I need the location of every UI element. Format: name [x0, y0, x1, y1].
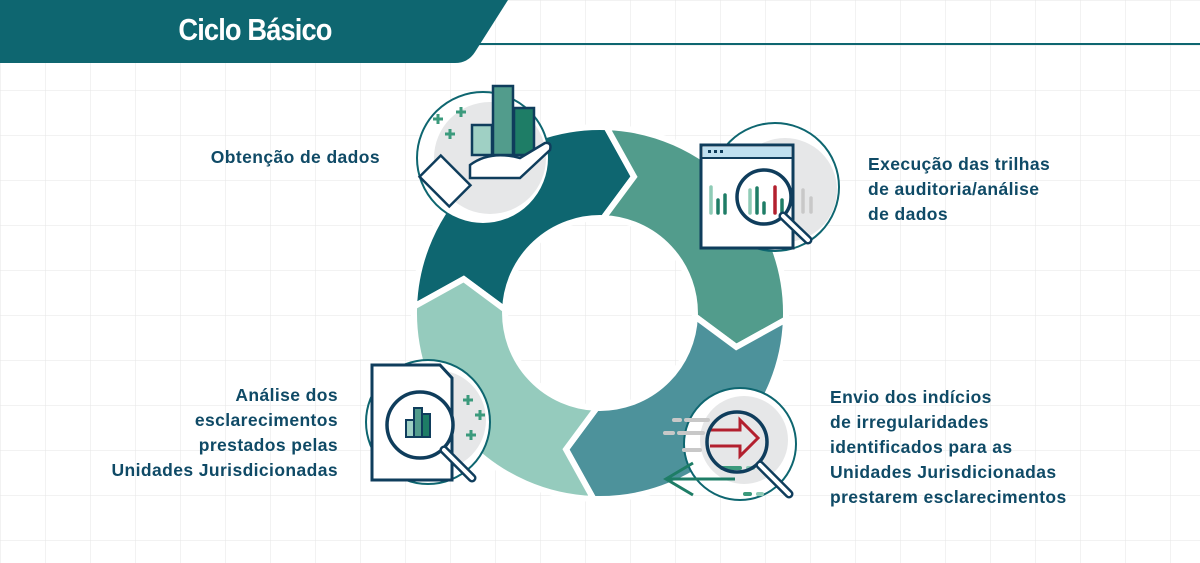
label-line: Envio dos indícios [830, 387, 992, 407]
step-1-label: Obtenção de dados [210, 147, 380, 167]
document-magnifier-icon [365, 359, 491, 485]
label-line: Unidades Jurisdicionadas [111, 460, 338, 480]
arrows-magnifier-icon [663, 387, 797, 501]
label-line: de auditoria/análise [868, 179, 1040, 199]
label-line: prestarem esclarecimentos [830, 487, 1067, 507]
cycle-segment-1 [410, 124, 638, 316]
header-banner [0, 0, 1200, 63]
step-2-label: Execução das trilhas de auditoria/anális… [868, 152, 1050, 227]
label-line: de irregularidades [830, 412, 989, 432]
cycle-segment-4 [411, 275, 603, 503]
hand-with-chart-icon [416, 84, 552, 225]
label-line: esclarecimentos [194, 410, 338, 430]
label-line: Análise dos [235, 385, 338, 405]
page-title: Ciclo Básico [178, 12, 332, 47]
label-line: Unidades Jurisdicionadas [830, 462, 1057, 482]
step-4-label: Análise dos esclarecimentos prestados pe… [40, 383, 338, 483]
step-3-label: Envio dos indícios de irregularidades id… [830, 385, 1067, 510]
label-line: de dados [868, 204, 949, 224]
label-line: identificados para as [830, 437, 1013, 457]
cycle-segment-2 [597, 123, 789, 351]
label-line: prestados pelas [198, 435, 338, 455]
label-line: Execução das trilhas [868, 154, 1051, 174]
browser-chart-magnifier-icon [699, 122, 840, 252]
